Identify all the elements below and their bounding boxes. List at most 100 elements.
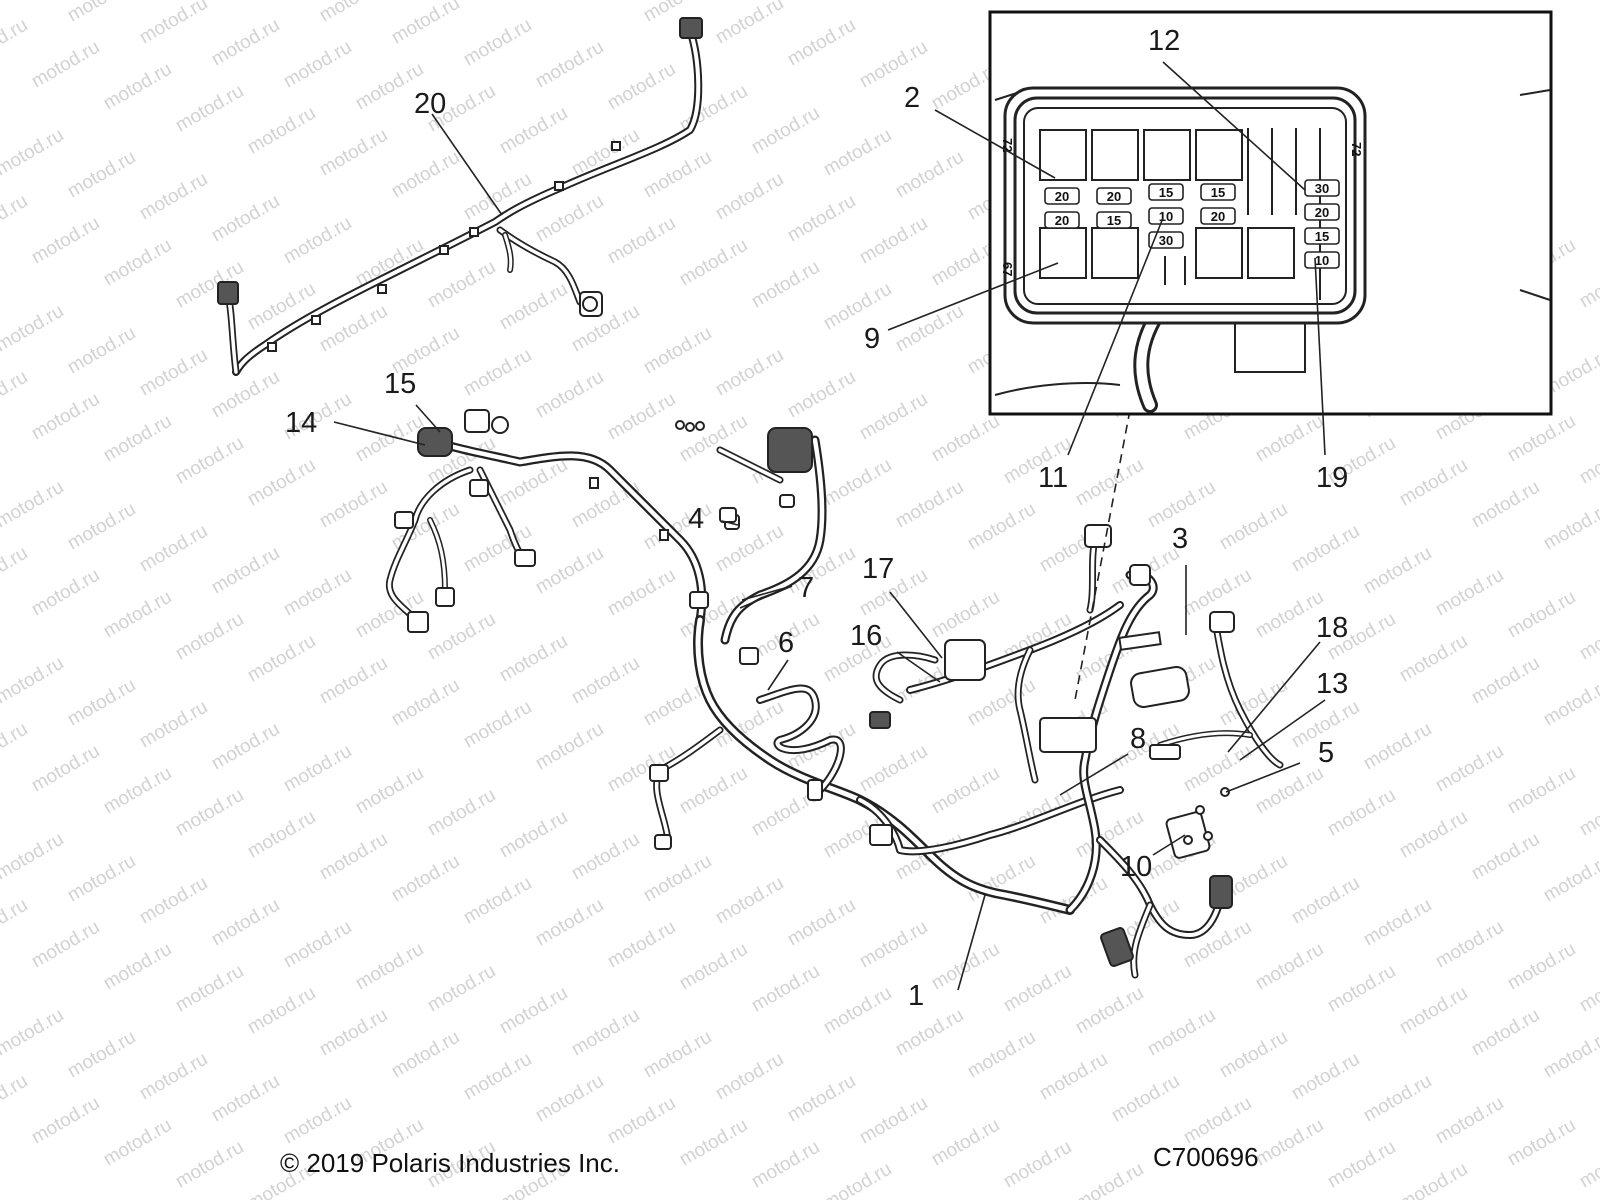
watermark-text: motod.ru [0,653,67,709]
watermark-text: motod.ru [244,631,319,687]
watermark-text: motod.ru [1288,873,1363,929]
watermark-text: motod.ru [1252,939,1327,995]
watermark-text: motod.ru [0,719,31,775]
watermark-text: motod.ru [1108,1071,1183,1127]
watermark-text: motod.ru [640,1027,715,1083]
callout-15: 15 [384,368,416,400]
fuse-rating: 10 [1315,253,1329,268]
main-harness-1 [649,420,1284,979]
watermark-text: motod.ru [712,1049,787,1105]
watermark-text: motod.ru [1432,741,1507,797]
watermark-text: motod.ru [928,411,1003,467]
watermark-text: motod.ru [64,675,139,731]
watermark-text: motod.ru [28,213,103,269]
watermark-text: motod.ru [316,125,391,181]
watermark-text: motod.ru [1396,1159,1471,1200]
watermark-text: motod.ru [1504,587,1579,643]
watermark-text: motod.ru [172,961,247,1017]
callout-12: 12 [1148,25,1180,57]
watermark-text: motod.ru [640,323,715,379]
junction-block-17 [944,639,986,681]
fuse-4: 15 [1200,183,1236,201]
watermark-text: motod.ru [1324,1137,1399,1193]
fuse-rating: 30 [1159,233,1173,248]
watermark-text: motod.ru [532,37,607,93]
watermark-text: motod.ru [1396,983,1471,1039]
watermark-text: motod.ru [0,15,31,71]
watermark-text: motod.ru [1144,1005,1219,1061]
fuse-rating: 15 [1211,185,1225,200]
watermark-text: motod.ru [1036,1049,1111,1105]
watermark-text: motod.ru [1576,257,1600,313]
callout-20: 20 [414,88,446,120]
watermark-text: motod.ru [1540,675,1600,731]
watermark-text: motod.ru [712,521,787,577]
watermark-text: motod.ru [28,565,103,621]
watermark-text: motod.ru [496,631,571,687]
diagram-code: C700696 [1153,1142,1259,1172]
watermark-text: motod.ru [1072,983,1147,1039]
watermark-text: motod.ru [640,851,715,907]
fuse-rating: 20 [1055,213,1069,228]
watermark-text: motod.ru [352,939,427,995]
callout-14: 14 [285,407,317,439]
watermark-text: motod.ru [712,345,787,401]
watermark-text: motod.ru [0,1071,31,1127]
watermark-text: motod.ru [1216,1027,1291,1083]
watermark-text: motod.ru [28,1093,103,1149]
watermark-text: motod.ru [532,1071,607,1127]
callout-17: 17 [862,553,894,585]
watermark-text: motod.ru [1540,1027,1600,1083]
callout-9: 9 [864,323,880,355]
watermark-text: motod.ru [280,37,355,93]
watermark-text: motod.ru [244,983,319,1039]
watermark-text: motod.ru [604,565,679,621]
fuse-rating: 20 [1211,209,1225,224]
fuse-12: 15 [1304,227,1340,245]
watermark-text: motod.ru [100,939,175,995]
fuse-rating: 20 [1315,205,1329,220]
watermark-text: motod.ru [928,1115,1003,1171]
relay-module [1130,665,1190,709]
watermark-text: motod.ru [0,191,31,247]
harness-20 [217,17,703,376]
watermark-text: motod.ru [424,257,499,313]
watermark-text: motod.ru [784,895,859,951]
watermark-text: motod.ru [712,169,787,225]
watermark-text: motod.ru [0,829,67,885]
watermark-text: motod.ru [0,1005,67,1061]
watermark-text: motod.ru [568,477,643,533]
fuse-3: 15 [1148,183,1184,201]
watermark-text: motod.ru [496,103,571,159]
watermark-text: motod.ru [1576,785,1600,841]
watermark-text: motod.ru [172,785,247,841]
callout-8: 8 [1130,723,1146,755]
watermark-text: motod.ru [100,59,175,115]
watermark-text: motod.ru [640,0,715,26]
watermark-text: motod.ru [316,653,391,709]
watermark-text: motod.ru [964,499,1039,555]
watermark-text: motod.ru [820,125,895,181]
watermark-text: motod.ru [1360,895,1435,951]
watermark-text: motod.ru [1540,499,1600,555]
watermark-text: motod.ru [1180,917,1255,973]
watermark-text: motod.ru [0,895,31,951]
watermark-text: motod.ru [1468,1005,1543,1061]
watermark-text: motod.ru [1504,939,1579,995]
watermark-text: motod.ru [1504,763,1579,819]
watermark-text: motod.ru [1576,609,1600,665]
watermark-text: motod.ru [316,1005,391,1061]
watermark-text: motod.ru [0,543,31,599]
watermark-text: motod.ru [460,697,535,753]
watermark-text: motod.ru [388,675,463,731]
watermark-text: motod.ru [1540,851,1600,907]
watermark-text: motod.ru [0,0,67,4]
watermark-text: motod.ru [280,565,355,621]
callout-11: 11 [1038,462,1068,494]
watermark-text: motod.ru [316,0,391,26]
watermark-text: motod.ru [928,763,1003,819]
watermark-text: motod.ru [856,741,931,797]
watermark-text: motod.ru [1468,653,1543,709]
watermark-text: motod.ru [1576,1137,1600,1193]
